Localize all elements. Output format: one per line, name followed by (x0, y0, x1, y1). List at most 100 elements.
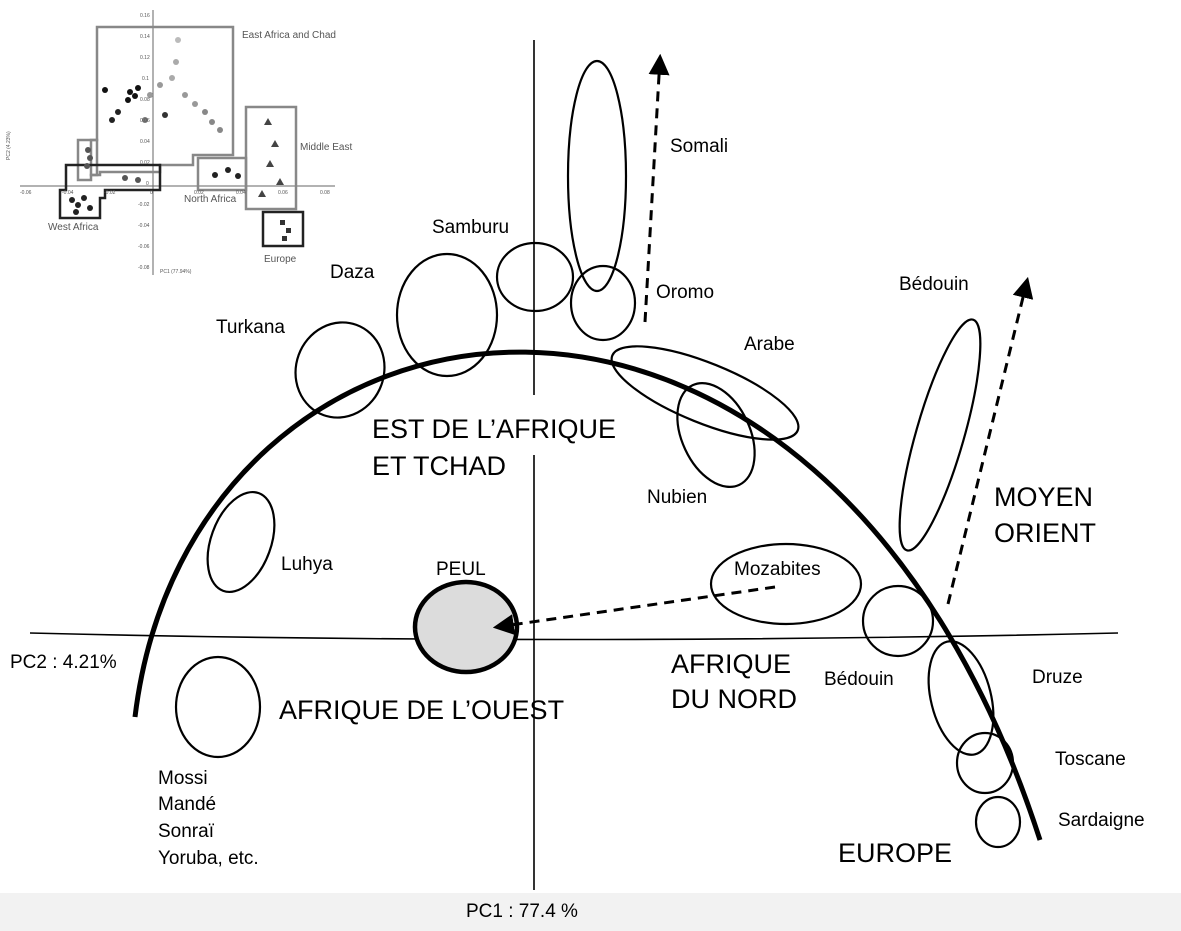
inset-point (73, 209, 79, 215)
inset-y-tick: -0.08 (138, 265, 150, 271)
inset-y-tick: 0.16 (140, 13, 150, 19)
inset-point (122, 175, 128, 181)
inset-y-tick: 0.04 (140, 139, 150, 145)
inset-point (217, 127, 223, 133)
inset-point (69, 197, 75, 203)
label-luhya: Luhya (281, 554, 333, 575)
inset-label-west: West Africa (48, 222, 99, 233)
label-bedouin-low: Bédouin (824, 669, 894, 690)
inset-point (209, 119, 215, 125)
label-bedouin-top: Bédouin (899, 274, 969, 295)
inset-y-tick: 0.1 (142, 76, 149, 82)
inset-y-tick: -0.04 (138, 223, 150, 229)
inset-y-tick: 0.14 (140, 34, 150, 40)
region-north-line2: DU NORD (671, 684, 797, 714)
inset-y-tick: -0.02 (138, 202, 150, 208)
region-east-line2: ET TCHAD (372, 451, 506, 481)
inset-point (280, 220, 285, 225)
inset-point (286, 228, 291, 233)
inset-point (192, 101, 198, 107)
inset-x-tick: 0.04 (236, 190, 246, 196)
ellipse-peul (412, 579, 520, 675)
ellipse-sardaigne (974, 795, 1022, 849)
inset-y-ticks: 0.16 0.14 0.12 0.1 0.08 0.06 0.04 0.02 0… (138, 13, 150, 271)
inset-x-tick: 0.06 (278, 190, 288, 196)
label-nubien: Nubien (647, 487, 707, 508)
inset-point (135, 85, 141, 91)
inset-point (271, 140, 279, 147)
inset-x-tick: 0.02 (194, 190, 204, 196)
inset-point (266, 160, 274, 167)
inset-x-axis-label: PC1 (77.94%) (160, 269, 192, 275)
inset-point (142, 117, 148, 123)
inset-point (182, 92, 188, 98)
inset-east-sub-box (76, 138, 99, 182)
inset-point (81, 195, 87, 201)
inset-y-tick: 0 (146, 181, 149, 187)
inset-x-tick: 0 (150, 190, 153, 196)
inset-points-east (102, 37, 223, 133)
ellipse-samburu (495, 241, 575, 313)
label-somali: Somali (670, 136, 728, 157)
ellipse-bedouin-top (898, 318, 982, 552)
region-middle-east-line1: MOYEN (994, 482, 1093, 512)
inset-y-axis-label: PC2 (4.23%) (6, 131, 12, 160)
label-arabe: Arabe (744, 334, 795, 355)
label-druze: Druze (1032, 667, 1083, 688)
region-middle-east-line2: ORIENT (994, 518, 1096, 548)
inset-points-europe (280, 220, 291, 241)
inset-x-tick: -0.02 (104, 190, 116, 196)
inset-label-north: North Africa (184, 194, 237, 205)
inset-point (175, 37, 181, 43)
ellipse-somali (566, 59, 628, 293)
inset-plot: East Africa and Chad Middle East North A… (6, 10, 352, 275)
inset-label-east: East Africa and Chad (242, 30, 336, 41)
ellipse-daza (395, 252, 499, 378)
label-mozabites: Mozabites (734, 559, 821, 580)
ellipse-arabe (610, 345, 800, 441)
ellipse-luhya (206, 490, 276, 594)
label-west-list-0: Mossi (158, 768, 208, 789)
pc2-axis-label: PC2 : 4.21% (10, 652, 117, 673)
ellipse-west (174, 655, 262, 759)
inset-point (264, 118, 272, 125)
inset-point (212, 172, 218, 178)
inset-point (87, 155, 93, 161)
region-east-line1: EST DE L’AFRIQUE (372, 414, 616, 444)
inset-point (258, 190, 266, 197)
arrow-bedouin (946, 276, 1034, 605)
pc1-axis-label: PC1 : 77.4 % (466, 901, 578, 922)
inset-x-tick: -0.06 (20, 190, 32, 196)
inset-point (162, 112, 168, 118)
inset-points-middle-east (258, 118, 284, 197)
ellipse-druze (927, 640, 995, 756)
inset-point (115, 109, 121, 115)
region-north-line1: AFRIQUE (671, 649, 791, 679)
label-west-list-1: Mandé (158, 794, 216, 815)
inset-point (132, 93, 138, 99)
inset-north-box (196, 156, 248, 192)
label-oromo: Oromo (656, 282, 714, 303)
region-west: AFRIQUE DE L’OUEST (279, 695, 564, 725)
inset-points-east-sub (84, 147, 93, 169)
inset-point (87, 205, 93, 211)
inset-point (125, 97, 131, 103)
inset-europe-box (261, 210, 305, 248)
ellipse-turkana (294, 321, 386, 419)
inset-point (102, 87, 108, 93)
inset-point (173, 59, 179, 65)
inset-point (202, 109, 208, 115)
inset-point (157, 82, 163, 88)
label-peul: PEUL (436, 559, 486, 580)
label-toscane: Toscane (1055, 749, 1126, 770)
ellipse-bedouin-low (861, 584, 935, 658)
region-europe: EUROPE (838, 838, 952, 868)
ellipse-toscane (955, 731, 1015, 795)
inset-point (127, 89, 133, 95)
arrow-mozabites (492, 585, 776, 636)
label-turkana: Turkana (216, 317, 285, 338)
inset-point (276, 178, 284, 185)
inset-y-tick: 0.08 (140, 97, 150, 103)
inset-point (147, 92, 153, 98)
